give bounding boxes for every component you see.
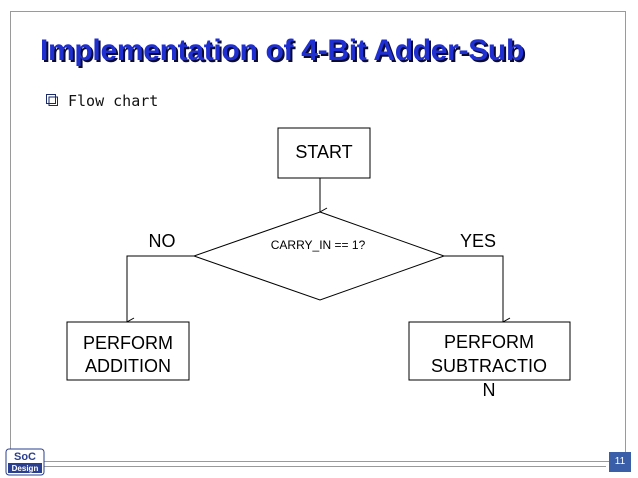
start-label: START [295, 142, 352, 162]
footer-divider [44, 466, 606, 467]
decision-label: CARRY_IN == 1? [271, 238, 366, 252]
decision-node: CARRY_IN == 1? [192, 211, 446, 301]
checkbox-bullet-icon [46, 94, 58, 106]
yes-label: YES [460, 231, 496, 251]
addition-line-1: PERFORM [83, 333, 173, 353]
subtraction-line-2: SUBTRACTIO [431, 356, 547, 376]
subtraction-line-3: N [483, 380, 496, 400]
soc-design-logo: SoC Design [5, 448, 45, 476]
bullet-text: Flow chart [68, 92, 159, 110]
subtraction-line-1: PERFORM [444, 332, 534, 352]
subtraction-node: PERFORM SUBTRACTIO N [408, 321, 571, 400]
slide-number: 11 [609, 452, 631, 472]
slide-frame [10, 11, 626, 462]
svg-text:SoC: SoC [14, 451, 36, 463]
no-label: NO [149, 231, 176, 251]
slide-title: Implementation of 4-Bit Adder-Sub [40, 34, 524, 67]
addition-line-2: ADDITION [85, 356, 171, 376]
svg-text:Design: Design [12, 464, 39, 473]
edge-decision-subtraction [444, 255, 511, 327]
start-node: START [277, 127, 371, 179]
addition-node: PERFORM ADDITION [66, 321, 190, 381]
edge-decision-addition [125, 255, 194, 327]
